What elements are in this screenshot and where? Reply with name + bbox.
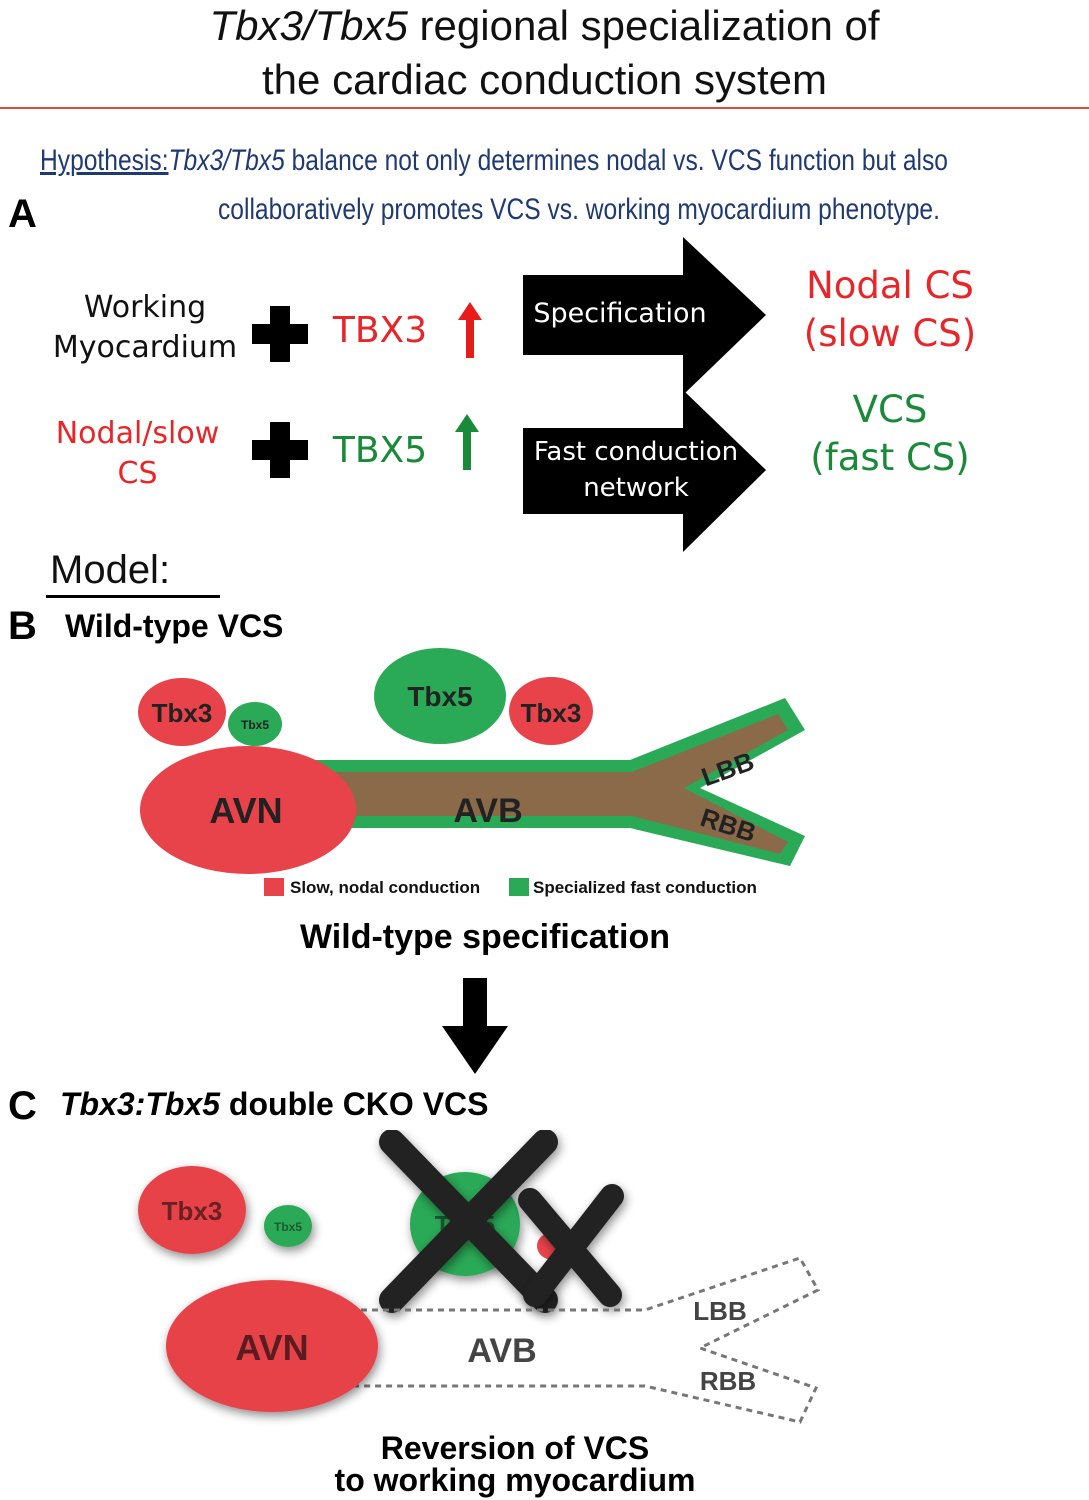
row2-process-line2: network [583,473,689,503]
row1-input-line1: Working [83,290,207,325]
panel-c-heading-italic: Tbx3:Tbx5 [60,1086,221,1122]
row2-output-line2: (fast CS) [810,436,970,479]
panel-c-caption-line2: to working myocardium [334,1462,696,1498]
row2-process-line1: Fast conduction [533,437,739,467]
row1-input-label: Working Myocardium [40,288,250,368]
tbx3-left-text: Tbx3 [152,698,213,728]
row2-input-line1: Nodal/slow [55,416,220,451]
avn-text-c: AVN [235,1327,308,1368]
panel-b-heading: Wild-type VCS [65,608,284,644]
tbx3-bubble-c [138,1166,246,1254]
panel-b-letter: B [8,604,37,648]
tbx3-text-c: Tbx3 [162,1196,223,1226]
figure-title-line2: the cardiac conduction system [262,56,827,103]
hypothesis-italic: Tbx3/Tbx5 [168,144,285,177]
double-cko-vcs-diagram: Tbx3 Tbx5 Tbx5 AVN AVB LBB RBB [138,1130,821,1424]
panel-c-heading-rest: double CKO VCS [220,1086,489,1122]
avn-node [140,746,356,874]
fast-conduction-arrow-icon [523,390,766,552]
avb-core [300,714,788,854]
plus-icon-2 [252,422,308,478]
panel-a-letter: A [8,192,37,236]
model-underline [46,595,220,598]
legend-fast-text: Specialized fast conduction [533,878,757,897]
legend-fast-swatch [509,878,529,896]
title-divider [0,107,1089,109]
large-x-icon [379,1130,558,1313]
row1-factor: TBX3 [332,310,428,351]
tbx5-small-bubble [228,702,282,746]
avb-dotted-outline [350,1256,821,1424]
row2-input-line2: CS [117,456,158,491]
panel-c-heading: Tbx3:Tbx5 double CKO VCS [60,1086,488,1123]
title-rest: regional specialization of [407,2,880,49]
avn-node-c [166,1280,378,1412]
tbx3-left-bubble [138,678,226,746]
lbb-text-c: LBB [693,1296,746,1326]
hypothesis-line2: collaboratively promotes VCS vs. working… [218,193,940,226]
panel-c-caption-line1: Reversion of VCS [380,1430,650,1466]
tbx5-small-text: Tbx5 [241,718,269,732]
hypothesis-label: Hypothesis: [40,144,169,177]
legend-slow-swatch [264,878,284,896]
hypothesis-line1: Hypothesis:Tbx3/Tbx5 balance not only de… [40,144,948,178]
specification-arrow-icon [523,237,766,395]
hypothesis-rest: balance not only determines nodal vs. VC… [284,144,948,177]
row2-factor: TBX5 [332,430,428,471]
row2-output: VCS (fast CS) [790,386,990,482]
plus-icon [252,306,308,362]
tbx5-large-text: Tbx5 [407,681,472,712]
avb-text: AVB [453,792,522,830]
model-label: Model: [50,548,171,592]
rbb-text-c: RBB [700,1366,756,1396]
row1-input-line2: Myocardium [52,330,238,365]
avn-text: AVN [209,790,282,831]
row1-process: Specification [533,298,707,329]
tbx5-large-bubble [374,648,506,744]
wild-type-vcs-diagram: Tbx3 Tbx5 Tbx5 Tbx3 AVN AVB LBB RBB Slow… [138,648,805,897]
figure-title-line1: Tbx3/Tbx5 regional specialization of [0,0,1089,52]
row2-output-line1: VCS [852,388,928,431]
small-x-icon [518,1184,624,1307]
up-arrow-red-icon [458,302,482,358]
title-italic: Tbx3/Tbx5 [209,2,408,49]
row1-output-line2: (slow CS) [803,312,977,355]
avb-text-c: AVB [467,1332,536,1370]
panel-b-caption: Wild-type specification [300,918,670,956]
panel-c-caption: Reversion of VCS to working myocardium [230,1432,800,1496]
row1-output-line1: Nodal CS [806,264,974,307]
row1-output: Nodal CS (slow CS) [790,262,990,358]
tbx3-right-bubble [509,677,593,745]
tbx5-small-bubble-c [264,1205,312,1247]
tbx3-right-text: Tbx3 [521,698,582,728]
panel-c-letter: C [8,1084,37,1128]
row2-input-label: Nodal/slow CS [40,414,235,494]
down-arrow-icon [442,978,508,1074]
up-arrow-green-icon [455,414,479,470]
tbx5-small-text-c: Tbx5 [274,1220,302,1234]
legend-slow-text: Slow, nodal conduction [290,878,480,897]
row2-process: Fast conduction network [525,434,747,506]
